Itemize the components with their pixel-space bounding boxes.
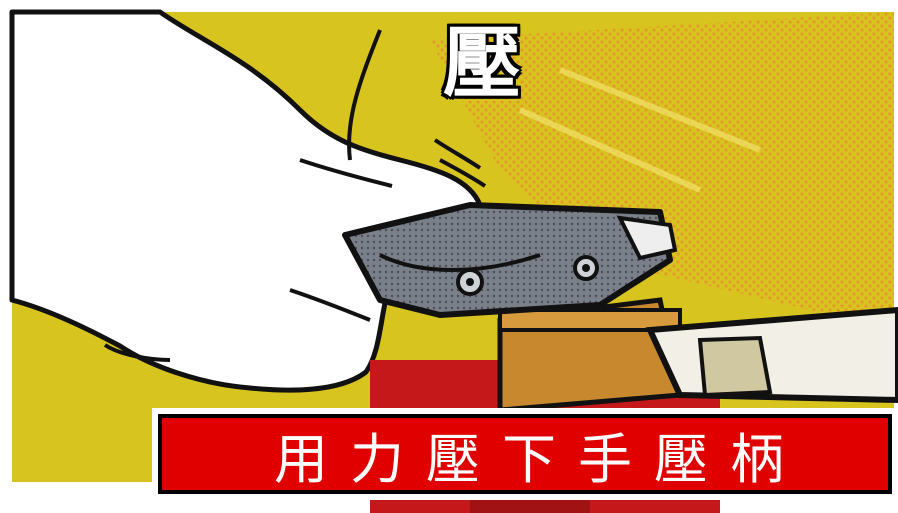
handle-lever: [342, 202, 673, 318]
caption-border: 用力壓下手壓柄: [158, 414, 892, 494]
finger-lines: [103, 29, 487, 362]
press-character: 壓: [442, 19, 521, 109]
caption-banner: 用力壓下手壓柄: [152, 408, 898, 500]
caption-text: 用力壓下手壓柄: [274, 427, 806, 491]
caption-background: 用力壓下手壓柄: [162, 418, 888, 491]
